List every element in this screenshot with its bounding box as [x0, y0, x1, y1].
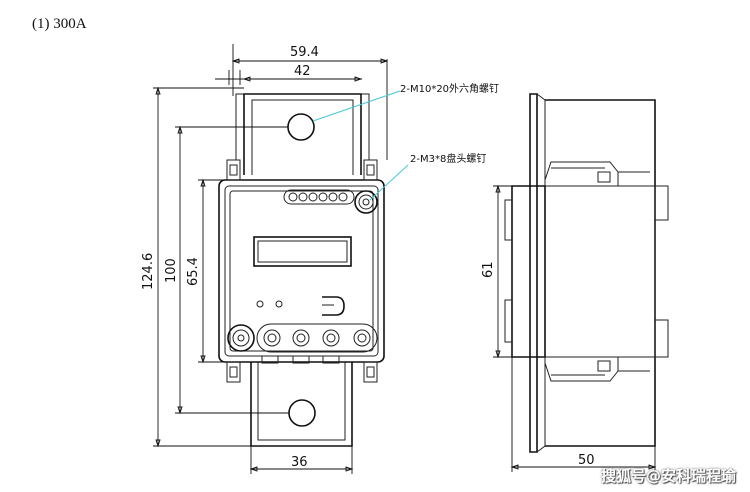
dim-height-holes: 100: [164, 258, 179, 283]
dim-side-depth: 50: [578, 453, 595, 468]
callout-hex-screw: 2-M10*20外六角螺钉: [400, 83, 499, 95]
watermark: 搜狐号@安科瑞程瑜: [600, 467, 736, 485]
side-busbar: [529, 93, 538, 453]
mounting-clips: [226, 159, 378, 383]
dim-height-body: 65.4: [186, 257, 201, 286]
terminal-strip: [283, 189, 355, 205]
pan-head-screw: [354, 190, 378, 214]
hex-screw-leader: [312, 90, 401, 122]
dimension-lines: [153, 44, 389, 474]
pan-screw-leader: [369, 164, 409, 201]
callout-pan-screw: 2-M3*8盘头螺钉: [410, 152, 486, 165]
top-bolt-hole: [287, 113, 315, 141]
side-view: [504, 93, 669, 453]
led-2: [275, 300, 283, 308]
led-1: [256, 300, 264, 308]
dim-width-overall: 59.4: [290, 45, 319, 60]
dim-width-bar: 42: [294, 64, 311, 79]
bottom-terminal-block: [256, 323, 378, 353]
front-view: [218, 93, 385, 447]
direction-symbol: [322, 296, 345, 316]
dim-width-bottom: 36: [291, 455, 308, 470]
figure-caption: (1) 300A: [32, 16, 87, 32]
side-housing: [511, 185, 546, 358]
bottom-bolt-hole: [288, 399, 316, 427]
bottom-busbar: [250, 362, 353, 447]
hex-screw-terminal: [227, 324, 255, 352]
dim-height-total: 124.6: [141, 253, 156, 290]
side-dimension-lines: [493, 184, 657, 472]
display-window: [253, 236, 352, 267]
terminal-pins: [288, 192, 348, 202]
sensor-body: [218, 179, 385, 363]
dim-side-height: 61: [481, 261, 496, 278]
top-busbar: [243, 93, 362, 175]
